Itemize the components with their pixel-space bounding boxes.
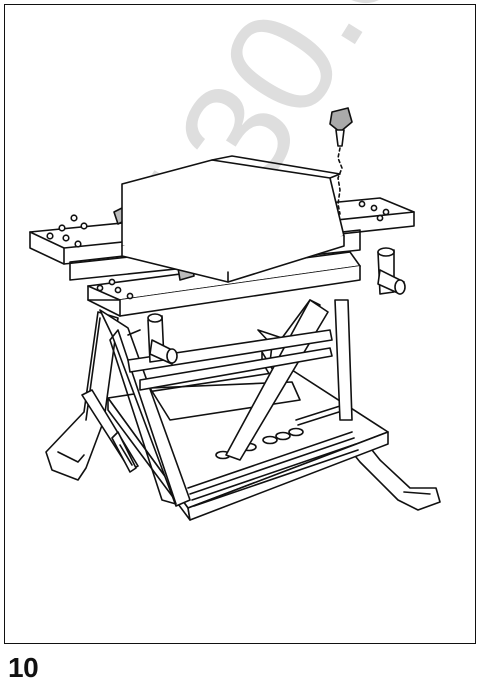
page-frame: [4, 4, 476, 644]
page-number: 10: [8, 652, 39, 683]
front-frame: [81, 299, 353, 507]
clamp-handle-left: [127, 313, 178, 365]
hex-worktop: [121, 155, 345, 283]
clamp-handle-right: [377, 247, 406, 295]
peg-insert: [329, 107, 353, 215]
